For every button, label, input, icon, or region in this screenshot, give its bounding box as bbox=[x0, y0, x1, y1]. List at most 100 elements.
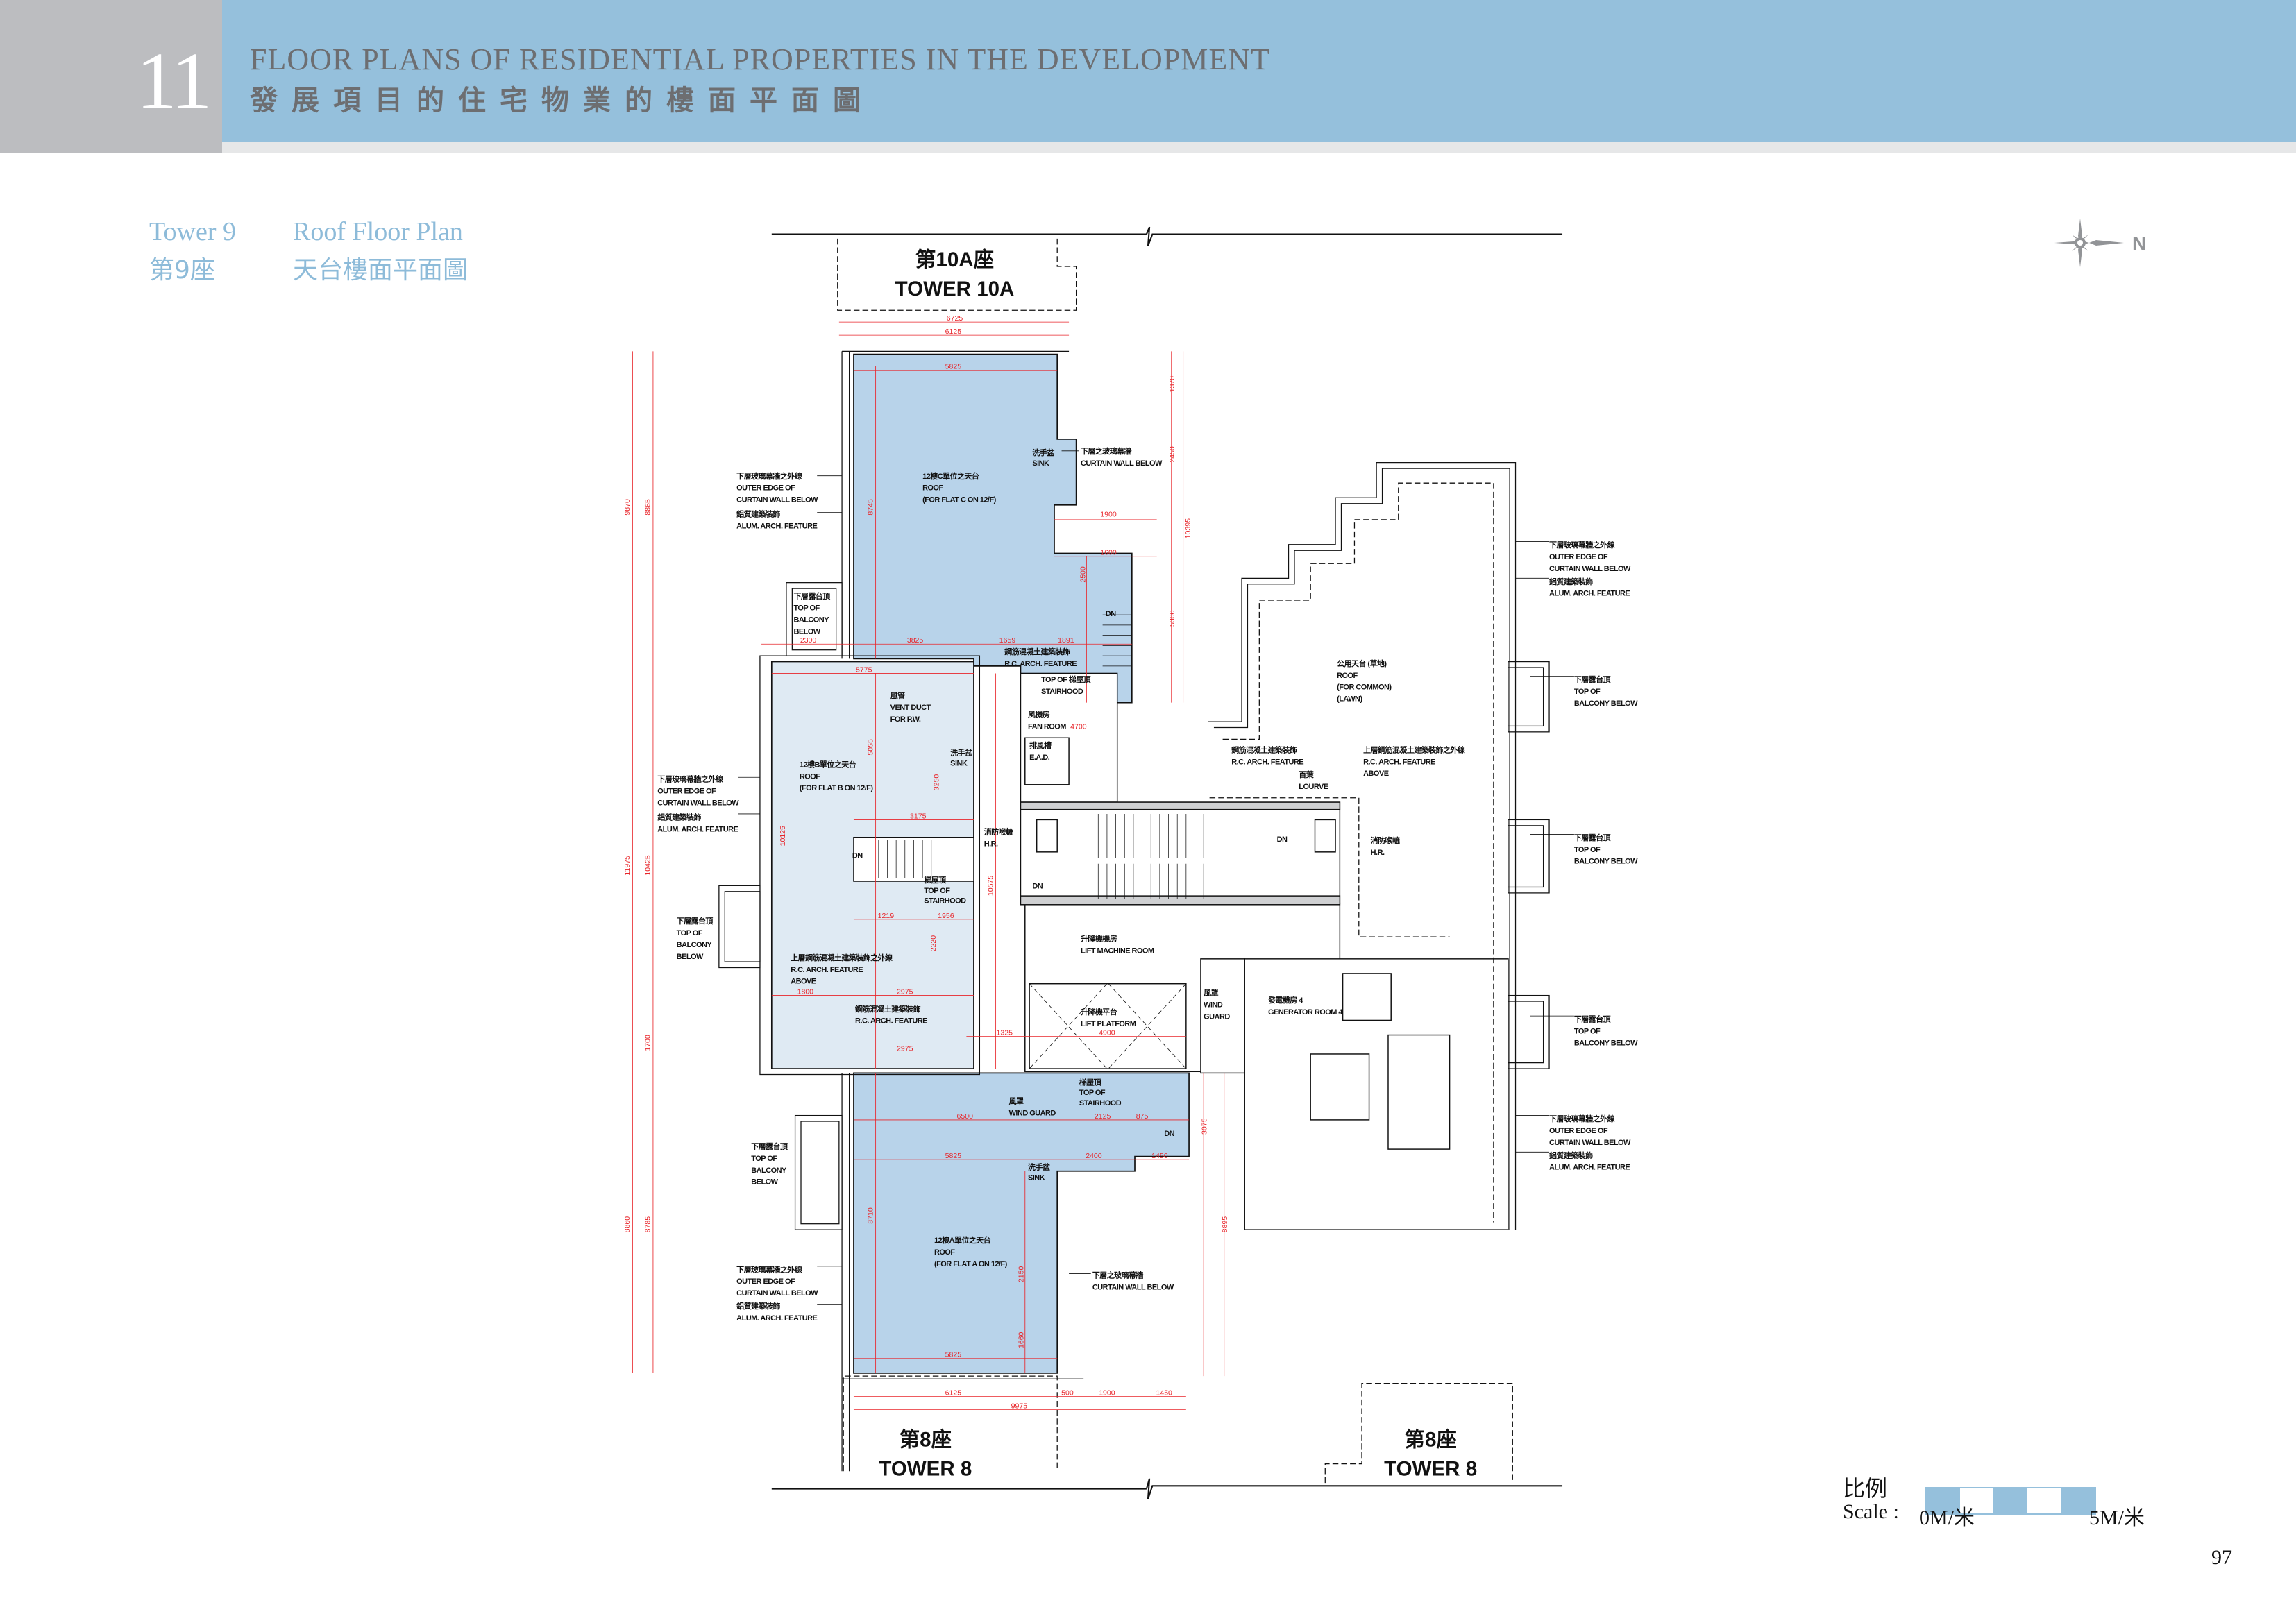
dimension: 2220 bbox=[929, 935, 938, 952]
dimension: 9975 bbox=[1011, 1402, 1028, 1411]
plan-name-zh: 天台樓面平面圖 bbox=[293, 256, 469, 284]
dimension: 1659 bbox=[999, 636, 1016, 645]
dimension: 2975 bbox=[897, 1045, 913, 1053]
dimension: 1956 bbox=[938, 912, 954, 920]
dimension: 3825 bbox=[907, 636, 924, 645]
dimension: 11975 bbox=[623, 856, 632, 876]
dimension: 1660 bbox=[1018, 1332, 1026, 1348]
dimension: 1891 bbox=[1058, 636, 1074, 645]
section-number-panel bbox=[0, 0, 222, 153]
scale-label-en: Scale : bbox=[1843, 1500, 1899, 1523]
label-down: DN bbox=[1164, 1130, 1174, 1138]
dimension-lines bbox=[632, 321, 1225, 1411]
tower-8-label-zh: 第8座 bbox=[900, 1427, 952, 1451]
site-boundary-lines bbox=[771, 226, 1563, 1499]
dimension: 9870 bbox=[623, 499, 632, 516]
dimension: 3175 bbox=[910, 812, 927, 820]
dimension: 3075 bbox=[1200, 1118, 1208, 1135]
dimension: 8865 bbox=[644, 499, 652, 516]
dimension: 5825 bbox=[945, 1152, 962, 1160]
dimension: 6125 bbox=[945, 1389, 962, 1397]
dimension: 10125 bbox=[779, 826, 787, 846]
tower-name-en: Tower 9 bbox=[149, 217, 237, 246]
dimension: 3250 bbox=[932, 774, 940, 791]
scale-end: 5M/米 bbox=[2089, 1506, 2145, 1529]
dimension: 6125 bbox=[945, 328, 962, 336]
tower-name-zh: 第9座 bbox=[149, 256, 215, 284]
dimension: 2125 bbox=[1095, 1112, 1111, 1121]
dimension: 5300 bbox=[1168, 610, 1176, 627]
dimension: 1219 bbox=[878, 912, 895, 920]
dimension: 5825 bbox=[945, 363, 962, 371]
header-underline bbox=[222, 142, 2296, 153]
tower-8-right-label-en: TOWER 8 bbox=[1384, 1458, 1477, 1481]
tower-10a-label-en: TOWER 10A bbox=[895, 278, 1015, 300]
leader-lines bbox=[738, 450, 1574, 1305]
north-arrow-icon: N bbox=[2054, 219, 2146, 267]
dimension: 2300 bbox=[800, 636, 817, 645]
dimension: 1900 bbox=[1099, 1389, 1115, 1397]
dimension: 1450 bbox=[1156, 1389, 1172, 1397]
dimension: 2400 bbox=[1086, 1152, 1102, 1160]
scale-start: 0M/米 bbox=[1919, 1506, 1975, 1529]
dimension: 1700 bbox=[644, 1035, 652, 1051]
scale-bar bbox=[1925, 1487, 2096, 1515]
dimension: 2975 bbox=[897, 987, 913, 996]
common-roof-outline bbox=[1208, 462, 1517, 1230]
dimension: 1800 bbox=[797, 987, 814, 996]
dimension: 10395 bbox=[1184, 518, 1192, 538]
label-common-roof: 公用天台 (草地)ROOF(FOR COMMON)(LAWN) bbox=[1337, 658, 1392, 704]
dimension: 8860 bbox=[623, 1216, 632, 1233]
dimension: 8785 bbox=[644, 1216, 652, 1233]
dimension: 5825 bbox=[945, 1351, 962, 1359]
dimension: 1325 bbox=[997, 1029, 1013, 1037]
dimension: 2450 bbox=[1168, 446, 1176, 463]
dimension: 10575 bbox=[986, 876, 995, 896]
balconies bbox=[718, 582, 1550, 1230]
dimension: 500 bbox=[1061, 1389, 1074, 1397]
section-number: 11 bbox=[136, 35, 212, 126]
dimension: 1450 bbox=[1151, 1152, 1168, 1160]
dimension: 6725 bbox=[947, 314, 963, 323]
page-title-en: FLOOR PLANS OF RESIDENTIAL PROPERTIES IN… bbox=[250, 42, 1270, 76]
staircases bbox=[878, 614, 1204, 899]
dimension: 2150 bbox=[1018, 1266, 1026, 1283]
outer-walls bbox=[759, 350, 1084, 1472]
tower-10a-label-zh: 第10A座 bbox=[915, 248, 994, 271]
label-down: DN bbox=[1032, 883, 1043, 891]
dimension: 8895 bbox=[1221, 1216, 1229, 1233]
dimension: 10425 bbox=[644, 855, 652, 875]
dimension: 4700 bbox=[1070, 723, 1087, 731]
page-title-zh: 發展項目的住宅物業的樓面平面圖 bbox=[250, 85, 875, 117]
